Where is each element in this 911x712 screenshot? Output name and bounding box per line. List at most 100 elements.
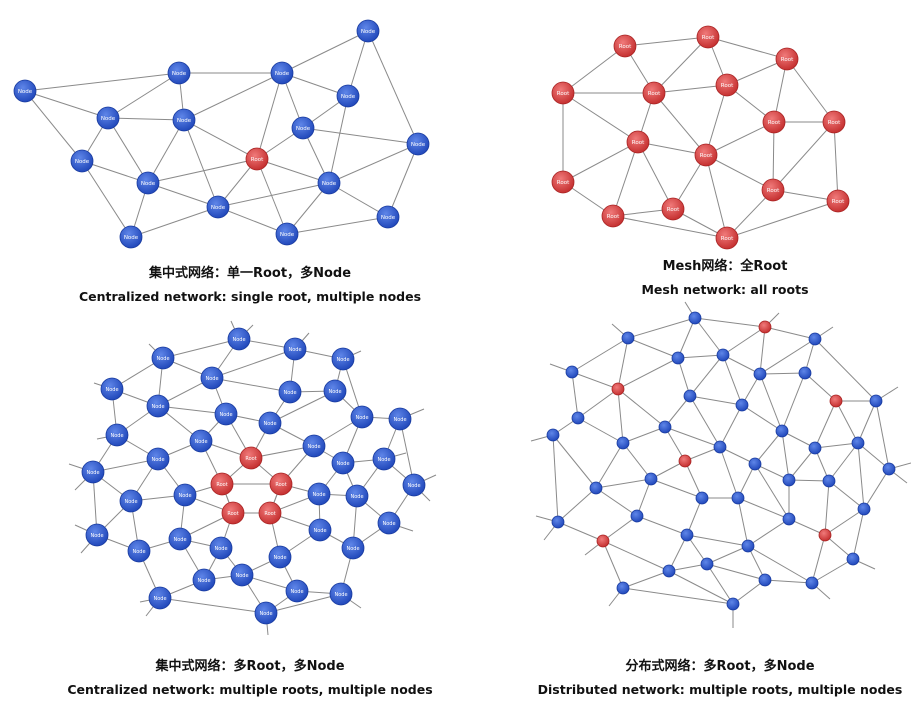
root-node-circle bbox=[761, 178, 785, 202]
node-circle bbox=[372, 447, 396, 471]
edges bbox=[68, 320, 437, 636]
node-circle bbox=[278, 380, 302, 404]
network-link bbox=[706, 563, 734, 605]
leaf-node bbox=[782, 473, 796, 487]
leaf-node bbox=[658, 420, 672, 434]
node-circle bbox=[331, 451, 355, 475]
leaf-node bbox=[782, 512, 796, 526]
node-circle bbox=[658, 420, 672, 434]
node-label: Node bbox=[172, 71, 187, 77]
node-label: Node bbox=[296, 126, 311, 132]
node-circle bbox=[546, 428, 560, 442]
root-node: Root bbox=[775, 47, 799, 71]
node-circle bbox=[808, 441, 822, 455]
network-link bbox=[722, 354, 761, 375]
caption-centralized-single: 集中式网络：单一Root，多Node Centralized network: … bbox=[40, 262, 460, 304]
network-link bbox=[269, 390, 336, 424]
network-link bbox=[637, 141, 707, 156]
network-link bbox=[684, 460, 703, 499]
network-link bbox=[737, 497, 749, 547]
network-link bbox=[602, 540, 624, 589]
leaf-node: Node bbox=[81, 460, 105, 484]
node-label: Node bbox=[219, 412, 232, 418]
network-link bbox=[786, 58, 835, 123]
root-node-circle bbox=[822, 110, 846, 134]
node-circle bbox=[283, 337, 307, 361]
network-link bbox=[772, 121, 835, 191]
node-circle bbox=[683, 389, 697, 403]
node-circle bbox=[341, 536, 365, 560]
node-circle bbox=[716, 348, 730, 362]
network-link bbox=[627, 317, 696, 339]
network-link bbox=[719, 446, 739, 499]
network-link bbox=[804, 372, 837, 402]
root-node: Root bbox=[661, 197, 685, 221]
network-link bbox=[705, 154, 774, 191]
network-link bbox=[552, 434, 597, 489]
leaf-node: Node bbox=[345, 484, 369, 508]
leaf-node bbox=[616, 436, 630, 450]
network-link bbox=[256, 72, 283, 160]
network-link bbox=[624, 36, 709, 47]
node-circle bbox=[189, 429, 213, 453]
caption-zh: 集中式网络：单一Root，多Node bbox=[148, 266, 352, 281]
network-link bbox=[602, 515, 638, 542]
node-label: Node bbox=[393, 417, 406, 423]
node-circle bbox=[753, 367, 767, 381]
root-node: Root bbox=[239, 446, 263, 470]
leaf-node bbox=[798, 366, 812, 380]
network-link bbox=[328, 143, 419, 184]
leaf-node bbox=[716, 348, 730, 362]
network-link bbox=[835, 400, 859, 444]
root-node-circle bbox=[775, 47, 799, 71]
network-link bbox=[689, 354, 724, 397]
node-label: Node bbox=[214, 546, 227, 552]
leaf-node bbox=[671, 351, 685, 365]
network-link bbox=[636, 478, 652, 517]
network-link bbox=[617, 337, 629, 390]
caption-mesh: Mesh网络：全Root Mesh network: all roots bbox=[540, 255, 910, 297]
node-label: Node bbox=[153, 596, 166, 602]
node-circle bbox=[571, 411, 585, 425]
node-circle bbox=[258, 411, 282, 435]
node-label: Node bbox=[101, 116, 116, 122]
network-link bbox=[741, 404, 783, 432]
network-link bbox=[217, 182, 330, 208]
leaf-node bbox=[869, 394, 883, 408]
node-circle bbox=[377, 511, 401, 535]
node-circle bbox=[616, 581, 630, 595]
leaf-node: Node bbox=[172, 108, 196, 132]
root-node-circle bbox=[678, 454, 692, 468]
leaf-node: Node bbox=[254, 601, 278, 625]
node-circle bbox=[308, 518, 332, 542]
leaf-node bbox=[546, 428, 560, 442]
node-label: Node bbox=[322, 181, 337, 187]
root-node: Root bbox=[715, 226, 739, 250]
network-link bbox=[562, 45, 626, 94]
network-link bbox=[571, 371, 619, 390]
network-link bbox=[650, 460, 686, 480]
leaf-node: Node bbox=[105, 423, 129, 447]
network-link bbox=[281, 30, 369, 74]
node-label: Node bbox=[313, 528, 326, 534]
root-node: Root bbox=[626, 130, 650, 154]
node-circle bbox=[822, 474, 836, 488]
leaf-node bbox=[680, 528, 694, 542]
node-label: Node bbox=[178, 493, 191, 499]
node-circle bbox=[758, 573, 772, 587]
leaf-node bbox=[731, 491, 745, 505]
caption-en: Centralized network: multiple roots, mul… bbox=[67, 682, 433, 697]
caption-zh: Mesh网络：全Root bbox=[662, 259, 788, 274]
network-link bbox=[24, 72, 180, 92]
root-node: Root bbox=[761, 178, 785, 202]
leaf-node bbox=[713, 440, 727, 454]
edges bbox=[562, 36, 839, 239]
root-node: Root bbox=[694, 143, 718, 167]
root-node-circle bbox=[826, 189, 850, 213]
root-node-circle bbox=[642, 81, 666, 105]
network-link bbox=[637, 141, 674, 210]
caption-en: Centralized network: single root, multip… bbox=[78, 289, 422, 304]
root-node-circle bbox=[210, 472, 234, 496]
root-node-circle bbox=[715, 226, 739, 250]
